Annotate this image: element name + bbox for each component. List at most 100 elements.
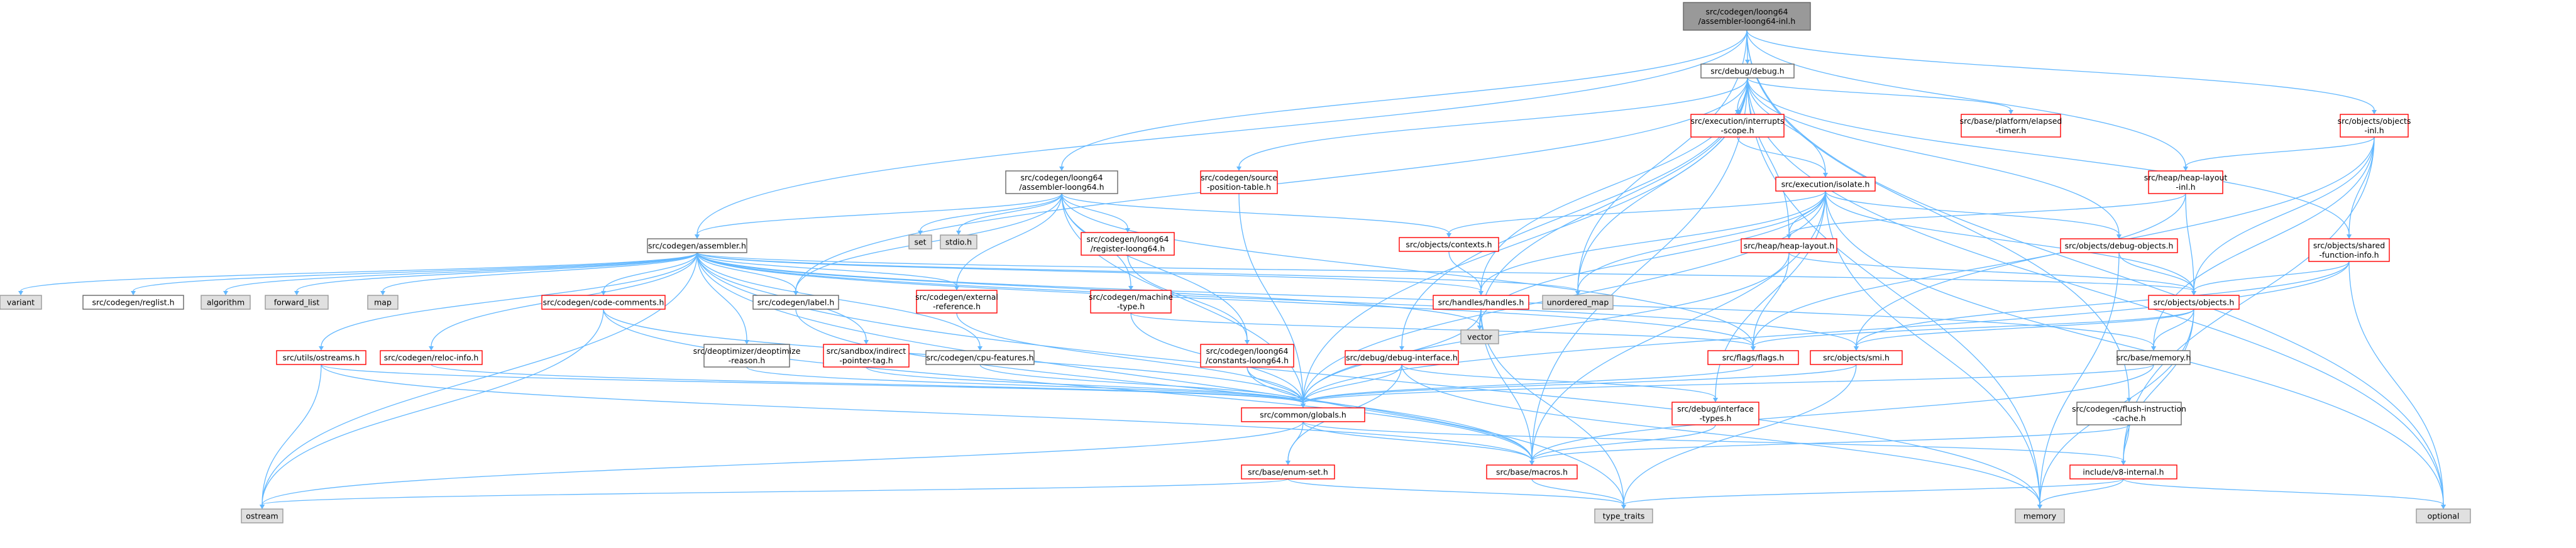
edge-arrowhead bbox=[2347, 234, 2352, 239]
node-ifacetypes[interactable]: src/debug/interface-types.h bbox=[1671, 402, 1759, 425]
node-box bbox=[541, 295, 666, 310]
node-cpufeat[interactable]: src/codegen/cpu-features.h bbox=[925, 350, 1035, 365]
node-extref[interactable]: src/codegen/external-reference.h bbox=[915, 290, 998, 314]
edge-assembler-to-variant bbox=[18, 252, 698, 295]
edge-root-to-assembler bbox=[695, 30, 1748, 239]
node-label: set bbox=[914, 238, 926, 247]
node-label: -types.h bbox=[1700, 414, 1732, 423]
edge-assembler-to-umap bbox=[696, 252, 1580, 295]
node-label: src/base/platform/elapsed bbox=[1960, 116, 2062, 126]
node-label: forward_list bbox=[274, 298, 320, 307]
node-isolate[interactable]: src/execution/isolate.h bbox=[1775, 177, 1876, 192]
node-flushcache[interactable]: src/codegen/flush-instruction-cache.h bbox=[2072, 402, 2186, 425]
edge-arrowhead bbox=[1059, 167, 1064, 171]
node-set: set bbox=[908, 234, 932, 249]
edge-line bbox=[1302, 364, 1402, 404]
edge-arrowhead bbox=[1713, 398, 1718, 402]
node-macros[interactable]: src/base/macros.h bbox=[1486, 464, 1578, 480]
node-box bbox=[2015, 508, 2065, 523]
node-debug[interactable]: src/debug/debug.h bbox=[1700, 63, 1795, 79]
edge-interrupts-to-isolate bbox=[1737, 136, 1828, 177]
node-sharedfn[interactable]: src/objects/shared-function-info.h bbox=[2308, 238, 2390, 262]
edge-heaplayout_inl-to-heaplayout bbox=[1786, 193, 2186, 239]
edge-line bbox=[321, 364, 1533, 461]
node-ostreams[interactable]: src/utils/ostreams.h bbox=[276, 350, 366, 365]
node-v8internal[interactable]: include/v8-internal.h bbox=[2069, 464, 2177, 480]
node-elapsed[interactable]: src/base/platform/elapsed-timer.h bbox=[1960, 114, 2062, 138]
node-box bbox=[1700, 63, 1795, 79]
edge-arrowhead bbox=[1575, 291, 1580, 295]
node-box bbox=[823, 344, 910, 368]
edge-arrowhead bbox=[1245, 340, 1250, 344]
node-const_loong[interactable]: src/codegen/loong64/constants-loong64.h bbox=[1200, 344, 1294, 368]
node-objects[interactable]: src/objects/objects.h bbox=[2148, 295, 2240, 310]
edge-line bbox=[296, 252, 698, 292]
edge-arrowhead bbox=[1854, 346, 1859, 351]
edge-arrowhead bbox=[1236, 167, 1241, 171]
edge-arrowhead bbox=[1735, 110, 1740, 114]
node-heaplayout[interactable]: src/heap/heap-layout.h bbox=[1741, 238, 1837, 253]
node-box bbox=[1090, 290, 1172, 314]
node-memory_h[interactable]: src/base/memory.h bbox=[2116, 350, 2191, 365]
edge-line bbox=[1247, 366, 1304, 404]
node-reg_loong[interactable]: src/codegen/loong64/register-loong64.h bbox=[1081, 232, 1175, 256]
node-enumset[interactable]: src/base/enum-set.h bbox=[1241, 464, 1335, 480]
edge-const_loong-to-globals bbox=[1247, 366, 1306, 408]
edge-line bbox=[1247, 366, 1533, 461]
edge-line bbox=[1825, 190, 2444, 505]
node-box bbox=[752, 295, 839, 310]
node-debugobj[interactable]: src/objects/debug-objects.h bbox=[2060, 238, 2178, 253]
edge-line bbox=[1746, 30, 2186, 167]
node-codecomments[interactable]: src/codegen/code-comments.h bbox=[541, 295, 666, 310]
node-flags[interactable]: src/flags/flags.h bbox=[1707, 350, 1799, 365]
node-label[interactable]: src/codegen/label.h bbox=[752, 295, 839, 310]
node-srcpos[interactable]: src/codegen/source-position-table.h bbox=[1200, 170, 1278, 194]
node-box bbox=[1690, 114, 1785, 138]
node-interrupts[interactable]: src/execution/interrupts-scope.h bbox=[1690, 114, 1785, 138]
edge-reg_loong-to-const_loong bbox=[1127, 255, 1250, 344]
edge-sandbox-to-globals bbox=[866, 366, 1306, 408]
edge-line bbox=[20, 252, 698, 292]
node-relocinfo[interactable]: src/codegen/reloc-info.h bbox=[380, 350, 483, 365]
node-globals[interactable]: src/common/globals.h bbox=[1241, 407, 1365, 422]
edge-arrowhead bbox=[260, 505, 265, 509]
node-box bbox=[703, 344, 790, 368]
node-box bbox=[1542, 295, 1614, 310]
edge-line bbox=[2153, 309, 2194, 347]
node-contexts[interactable]: src/objects/contexts.h bbox=[1399, 237, 1499, 252]
edge-arrowhead bbox=[2372, 110, 2377, 114]
node-objects_inl[interactable]: src/objects/objects-inl.h bbox=[2338, 114, 2411, 138]
node-root: src/codegen/loong64/assembler-loong64-in… bbox=[1683, 2, 1811, 31]
node-asm_loong[interactable]: src/codegen/loong64/assembler-loong64.h bbox=[1005, 170, 1118, 194]
edge-isolate-to-memory bbox=[1825, 190, 2042, 509]
node-assembler[interactable]: src/codegen/assembler.h bbox=[647, 238, 747, 253]
node-debugiface[interactable]: src/debug/debug-interface.h bbox=[1345, 350, 1459, 365]
node-box bbox=[1345, 350, 1459, 365]
node-box bbox=[2340, 114, 2409, 138]
node-reglist[interactable]: src/codegen/reglist.h bbox=[82, 295, 184, 310]
node-label: vector bbox=[1467, 332, 1493, 342]
edge-arrowhead bbox=[1285, 461, 1291, 465]
edge-sharedfn-to-optional bbox=[2348, 261, 2446, 509]
node-box bbox=[1081, 232, 1175, 256]
edge-assembler-to-map bbox=[380, 252, 698, 295]
node-mtype[interactable]: src/codegen/machine-type.h bbox=[1089, 290, 1173, 314]
node-deoptreason[interactable]: src/deoptimizer/deoptimize-reason.h bbox=[693, 344, 801, 368]
edge-line bbox=[696, 252, 796, 292]
node-smi[interactable]: src/objects/smi.h bbox=[1810, 350, 1903, 365]
edge-arrowhead bbox=[977, 346, 983, 351]
node-label: src/codegen/reloc-info.h bbox=[384, 353, 479, 363]
node-box bbox=[1241, 464, 1335, 480]
node-handles[interactable]: src/handles/handles.h bbox=[1433, 295, 1529, 310]
node-label: include/v8-internal.h bbox=[2083, 468, 2164, 477]
edge-line bbox=[696, 252, 1754, 347]
edge-line bbox=[1061, 193, 1754, 347]
node-heaplayout_inl[interactable]: src/heap/heap-layout-inl.h bbox=[2144, 170, 2228, 194]
node-label: src/objects/smi.h bbox=[1823, 353, 1890, 363]
edge-line bbox=[696, 252, 957, 287]
edge-line bbox=[1302, 364, 1857, 404]
edge-line bbox=[1747, 77, 2120, 235]
edge-line bbox=[1788, 252, 2194, 292]
node-sandbox[interactable]: src/sandbox/indirect-pointer-tag.h bbox=[823, 344, 910, 368]
edge-v8internal-to-typetraits bbox=[1621, 478, 2124, 509]
